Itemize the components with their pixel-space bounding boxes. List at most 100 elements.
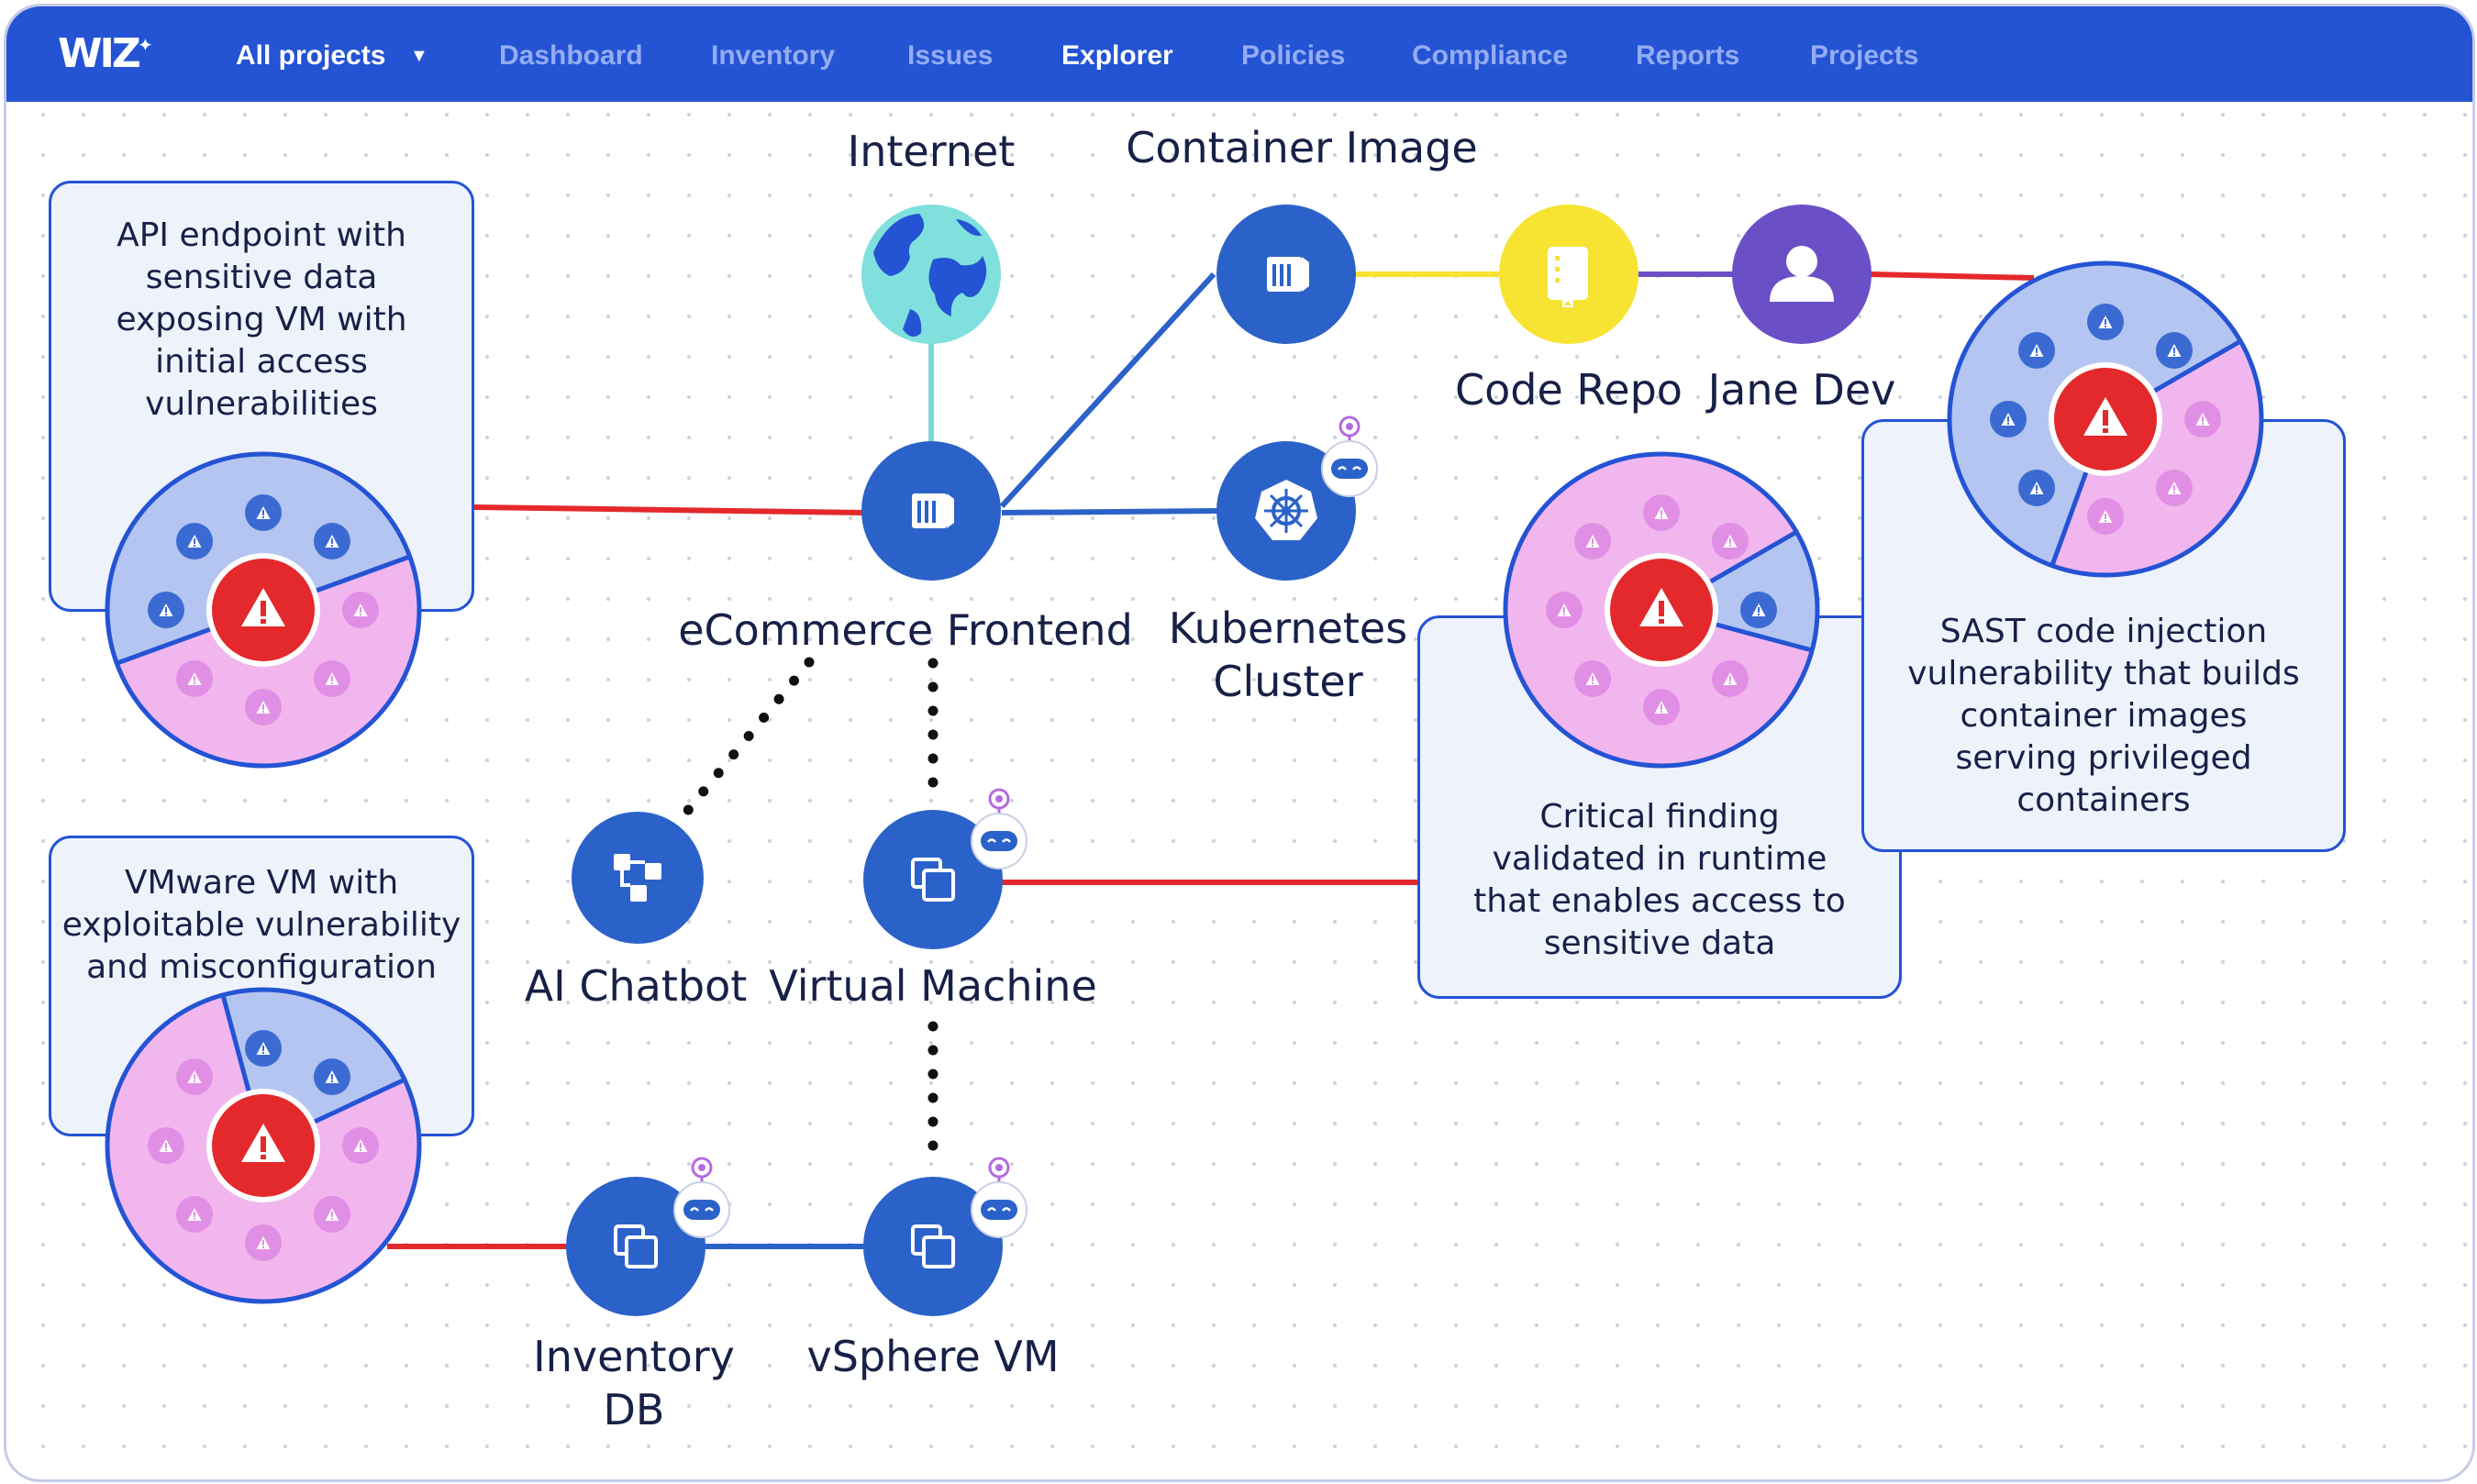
node-internet[interactable]: Internet [848,127,1016,344]
nav-tab-policies[interactable]: Policies [1241,40,1346,71]
nav-tab-issues[interactable]: Issues [907,40,994,71]
finding-text-line: sensitive data [1543,925,1776,962]
warning-icon-pink [1546,592,1583,628]
warning-icon-blue [245,494,282,531]
risk-wheel-api-endpoint[interactable] [105,451,422,769]
warning-icon-pink [342,1127,379,1164]
warning-icon-pink [1711,523,1749,560]
critical-warning-icon [2049,362,2162,476]
warning-icon-pink [1711,659,1749,697]
nav-tab-inventory[interactable]: Inventory [711,40,836,71]
warning-icon-pink [342,592,379,628]
node-container-image[interactable]: Container Image [1126,123,1478,344]
edge-frontend-to-container [999,271,1216,509]
finding-text-line: container images [1960,697,2248,735]
ai-robot-badge-icon [672,1157,731,1239]
node-label: Internet [848,127,1016,176]
finding-text-line: initial access [155,343,368,381]
nav-tab-dashboard[interactable]: Dashboard [499,40,643,71]
node-label: DB [604,1385,665,1434]
warning-icon-pink [245,689,282,725]
finding-text-line: vulnerability that builds [1907,655,2300,692]
finding-text-line: exposing VM with [116,301,407,338]
nav-tab-explorer[interactable]: Explorer [1061,40,1173,71]
warning-icon-blue [245,1030,282,1067]
ai-robot-badge-icon [1320,415,1379,498]
critical-warning-icon [206,1089,320,1202]
nav-tab-compliance[interactable]: Compliance [1412,40,1569,71]
nav-tab-projects[interactable]: Projects [1810,40,1919,71]
edge-api-to-frontend [473,504,865,515]
node-code-repo[interactable]: Code Repo [1455,205,1683,415]
ai-robot-badge-icon [970,1157,1028,1239]
node-label: Inventory [533,1332,735,1381]
chevron-down-icon[interactable]: ▼ [410,46,428,66]
app-window: WIZ✦ All projects ▼ Dashboard Inventory … [4,4,2475,1482]
container-icon [912,493,954,528]
warning-icon-pink [1643,494,1680,531]
finding-text-line: exploitable vulnerability [61,906,461,944]
node-kubernetes-cluster[interactable]: Kubernetes Cluster [1169,415,1407,706]
wiz-logo[interactable]: WIZ✦ [58,30,153,78]
warning-icon-blue [313,523,350,560]
node-label: Kubernetes [1169,604,1407,653]
warning-icon-blue [148,592,184,628]
logo-text: WIZ [58,30,141,77]
finding-text-line: SAST code injection [1939,613,2268,650]
warning-icon-pink [2155,469,2193,506]
finding-text-vmware-vm: VMware VM with exploitable vulnerability… [51,862,472,989]
edge-frontend-to-kubernetes [1001,508,1218,515]
container-icon [1267,257,1309,292]
warning-icon-blue [313,1058,350,1096]
edge-dev-to-sast [1870,271,2035,281]
node-label: AI Chatbot [525,961,748,1011]
repo-icon [1548,247,1588,307]
nav-tab-reports[interactable]: Reports [1636,40,1740,71]
warning-icon-pink [176,1195,214,1233]
node-ai-chatbot[interactable]: AI Chatbot [525,812,748,1011]
ai-robot-badge-icon [970,788,1028,870]
finding-text-line: and misconfiguration [86,948,437,986]
finding-text-api-endpoint: API endpoint with sensitive data exposin… [51,215,472,426]
warning-icon-blue [1740,592,1777,628]
node-vsphere-vm[interactable]: vSphere VM [806,1157,1060,1381]
finding-text-line: API endpoint with [117,216,406,254]
risk-wheel-vmware-vm[interactable] [105,987,422,1304]
critical-warning-icon [206,553,320,667]
node-label: Container Image [1126,123,1477,172]
warning-icon-pink [1574,659,1612,697]
finding-text-line: sensitive data [145,259,378,296]
node-ecommerce-frontend[interactable]: eCommerce Frontend [678,441,1133,655]
project-selector[interactable]: All projects [236,40,386,71]
risk-wheels [105,260,2264,1304]
warning-icon-pink [176,659,214,697]
finding-text-line: Critical finding [1539,798,1780,836]
node-label: Cluster [1213,657,1362,706]
warning-icon-blue [2087,304,2124,340]
risk-wheel-sast-injection[interactable] [1947,260,2264,578]
warning-icon-pink [176,1058,214,1096]
node-inventory-db[interactable]: Inventory DB [533,1157,735,1434]
warning-icon-blue [2018,332,2056,370]
finding-text-line: containers [2016,781,2191,819]
warning-icon-pink [245,1224,282,1261]
warning-icon-blue [2155,332,2193,370]
risk-wheel-critical-runtime[interactable] [1503,451,1820,769]
finding-text-critical-runtime: Critical finding validated in runtime th… [1420,796,1899,965]
logo-spark-icon: ✦ [138,34,153,56]
warning-icon-pink [1574,523,1612,560]
node-label: vSphere VM [806,1332,1059,1381]
warning-icon-pink [2087,498,2124,535]
finding-text-sast-injection: SAST code injection vulnerability that b… [1864,611,2343,822]
node-label: eCommerce Frontend [678,605,1133,655]
node-virtual-machine[interactable]: Virtual Machine [769,788,1097,1011]
attack-path-graph: Internet Container Image Code Repo [105,123,2264,1434]
node-jane-dev[interactable]: Jane Dev [1705,205,1896,415]
critical-warning-icon [1605,553,1718,667]
warning-icon-pink [1643,689,1680,725]
warning-icon-blue [2018,469,2056,506]
node-label: Code Repo [1455,365,1683,415]
warning-icon-blue [1990,401,2027,437]
ai-workflow-icon [614,854,661,902]
edges [387,271,2035,1249]
